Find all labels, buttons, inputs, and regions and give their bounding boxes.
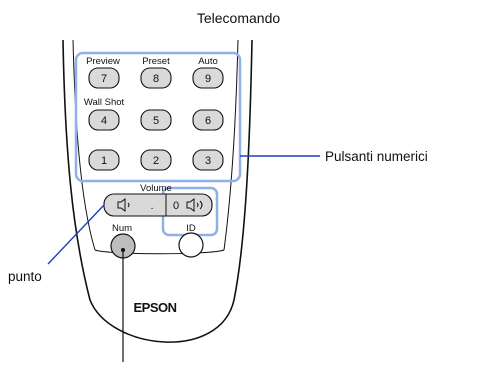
- callout-dot-num: [121, 248, 125, 252]
- key-0-label: 0: [173, 200, 179, 212]
- caption-wall-shot: Wall Shot: [84, 97, 125, 108]
- brand-logo: EPSON: [133, 300, 176, 315]
- key-5-label: 5: [153, 115, 159, 127]
- remote-inner-outline: [72, 39, 239, 251]
- callout-point: punto: [8, 269, 42, 284]
- key-5[interactable]: [140, 109, 172, 131]
- caption-auto: Auto: [198, 56, 218, 67]
- volume-down-icon: [117, 198, 130, 212]
- caption-id: ID: [186, 223, 196, 234]
- callout-line-point: [47, 204, 105, 265]
- key-7[interactable]: [88, 67, 120, 89]
- caption-preview: Preview: [86, 56, 120, 67]
- key-7-label: 7: [101, 73, 107, 85]
- key-4[interactable]: [88, 109, 120, 131]
- key-dot-label: .: [150, 200, 153, 212]
- key-6-label: 6: [205, 115, 211, 127]
- caption-num: Num: [112, 223, 132, 234]
- key-2[interactable]: [140, 149, 172, 171]
- id-button[interactable]: [178, 232, 204, 258]
- key-6[interactable]: [192, 109, 224, 131]
- key-9-label: 9: [205, 73, 211, 85]
- diagram-title: Telecomando: [196, 10, 281, 26]
- caption-preset: Preset: [142, 56, 170, 67]
- key-3[interactable]: [192, 149, 224, 171]
- volume-rocker[interactable]: [103, 193, 213, 217]
- key-4-label: 4: [101, 115, 107, 127]
- callout-numeric-buttons: Pulsanti numerici: [325, 149, 428, 164]
- key-8-label: 8: [153, 73, 159, 85]
- volume-up-icon: [186, 198, 203, 212]
- key-1-label: 1: [101, 155, 107, 167]
- remote-body-outline: [62, 39, 253, 343]
- key-9[interactable]: [192, 67, 224, 89]
- numeric-highlight-box: [74, 51, 242, 183]
- key-2-label: 2: [153, 155, 159, 167]
- key-8[interactable]: [140, 67, 172, 89]
- key-3-label: 3: [205, 155, 211, 167]
- caption-volume: Volume: [140, 183, 172, 194]
- key-1[interactable]: [88, 149, 120, 171]
- remote-panel-bottom: [94, 249, 225, 255]
